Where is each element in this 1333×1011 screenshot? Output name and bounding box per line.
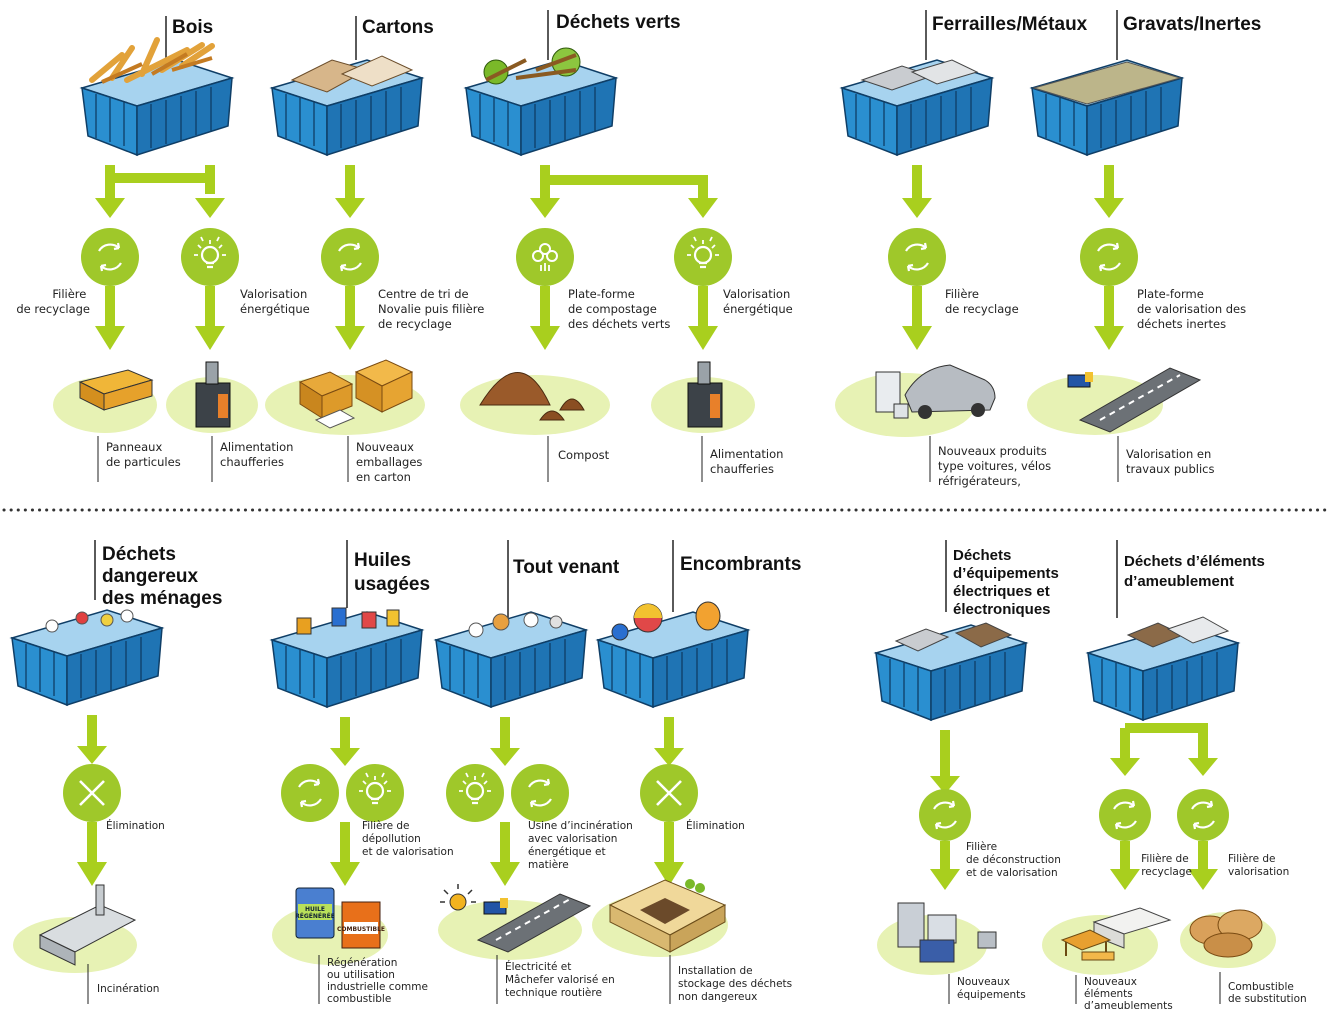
result-verts-2: Alimentation chaufferies <box>710 447 787 476</box>
title-tout-venant: Tout venant <box>513 557 620 578</box>
boiler-icon <box>687 361 723 428</box>
container-gravats-icon <box>1031 59 1183 156</box>
title-ferrailles: Ferrailles/Métaux <box>932 14 1088 35</box>
recycle-icon <box>919 789 971 841</box>
electricity-road-icon <box>440 884 592 953</box>
title-cartons: Cartons <box>362 17 434 38</box>
container-encombrants-icon <box>597 601 749 708</box>
route-label-bois-2: Valorisation énergétique <box>240 287 311 316</box>
lightbulb-icon <box>181 228 239 286</box>
container-bois-icon <box>81 37 233 156</box>
lightbulb-icon <box>346 764 404 822</box>
fuel-pellets-icon <box>1189 909 1263 958</box>
column-ferrailles: Ferrailles/Métaux Filière de recyclage N… <box>835 10 1088 488</box>
title-dea: Déchets d’éléments d’ameublement <box>1124 553 1269 590</box>
column-encombrants: Encombrants Élimination Installation de … <box>592 540 801 1004</box>
route-label-encombrants-1: Élimination <box>686 819 745 832</box>
result-ddm-1: Incinération <box>97 983 159 995</box>
result-dea-1: Nouveaux éléments d’ameublements <box>1084 976 1173 1011</box>
result-cartons-1: Nouveaux emballages en carton <box>356 440 426 484</box>
container-ferrailles-icon <box>841 59 993 156</box>
title-ddm: Déchets dangereux des ménages <box>102 544 222 609</box>
route-label-ddm-1: Élimination <box>106 819 165 832</box>
column-dea: Déchets d’éléments d’ameublement Filière… <box>1042 540 1307 1011</box>
svg-text:COMBUSTIBLE: COMBUSTIBLE <box>337 926 385 933</box>
column-deee: Déchets d’équipements électriques et éle… <box>875 540 1064 1004</box>
route-label-bois-1: Filière de recyclage <box>16 287 90 316</box>
fridge-icon <box>875 371 909 419</box>
route-label-verts-2: Valorisation énergétique <box>723 287 794 316</box>
column-tout-venant: Tout venant Usine d’incinération avec va… <box>435 540 636 1004</box>
lightbulb-icon <box>674 228 732 286</box>
title-bois: Bois <box>172 17 213 38</box>
container-dechets-verts-icon <box>465 47 617 156</box>
title-gravats: Gravats/Inertes <box>1123 14 1261 35</box>
container-cartons-icon <box>271 55 423 156</box>
cross-icon <box>640 764 698 822</box>
recycle-icon <box>81 228 139 286</box>
recycle-icon <box>1080 228 1138 286</box>
route-label-dea-2: Filière de valorisation <box>1228 853 1289 878</box>
incinerator-plant-icon <box>38 884 137 966</box>
title-encombrants: Encombrants <box>680 554 801 575</box>
oil-can-icon: HUILE RÉGÉNÉRÉE COMBUSTIBLE <box>295 887 385 949</box>
route-label-ferrailles-1: Filière de recyclage <box>945 287 1019 316</box>
container-deee-icon <box>875 622 1027 721</box>
cardboard-boxes-icon <box>298 359 414 429</box>
title-deee: Déchets d’équipements électriques et éle… <box>953 547 1063 618</box>
column-gravats: Gravats/Inertes Plate-forme de valorisat… <box>1027 10 1261 482</box>
recycle-icon <box>888 228 946 286</box>
svg-text:RÉGÉNÉRÉE: RÉGÉNÉRÉE <box>295 912 335 920</box>
appliances-icon <box>897 902 997 963</box>
column-bois: Bois Filière de recyclage Valorisation é… <box>16 16 311 482</box>
result-huiles-1: Régénération ou utilisation industrielle… <box>327 957 431 1005</box>
route-label-deee-1: Filière de déconstruction et de valorisa… <box>966 841 1064 879</box>
flower-icon <box>516 228 574 286</box>
container-ddm-icon <box>11 609 163 706</box>
route-label-huiles-1: Filière de dépollution et de valorisatio… <box>362 820 454 858</box>
container-tout-venant-icon <box>435 611 587 708</box>
car-icon <box>904 364 996 419</box>
result-deee-1: Nouveaux équipements <box>957 976 1026 1001</box>
title-dechets-verts: Déchets verts <box>556 12 681 33</box>
cross-icon <box>63 764 121 822</box>
particle-board-icon <box>78 369 154 411</box>
column-dechets-verts: Déchets verts Plate-forme de compostage … <box>460 10 794 482</box>
recycle-icon <box>511 764 569 822</box>
landfill-icon <box>608 879 727 953</box>
recycle-icon <box>1099 789 1151 841</box>
route-label-cartons-1: Centre de tri de Novalie puis filière de… <box>378 287 488 331</box>
route-label-verts-1: Plate-forme de compostage des déchets ve… <box>568 287 670 331</box>
result-bois-1: Panneaux de particules <box>106 440 181 469</box>
result-tout-venant-1: Électricité et Mâchefer valorisé en tech… <box>505 960 618 999</box>
container-dea-icon <box>1087 616 1239 721</box>
route-label-gravats-1: Plate-forme de valorisation des déchets … <box>1137 287 1250 331</box>
road-icon <box>1067 367 1202 433</box>
result-bois-2: Alimentation chaufferies <box>220 440 297 469</box>
recycle-icon <box>321 228 379 286</box>
compost-pile-icon <box>479 372 585 421</box>
lightbulb-icon <box>446 764 504 822</box>
recycle-icon <box>1177 789 1229 841</box>
route-label-tout-venant-1: Usine d’incinération avec valorisation é… <box>528 820 636 871</box>
column-cartons: Cartons Centre de tri de Novalie puis fi… <box>265 16 488 484</box>
column-ddm: Déchets dangereux des ménages Éliminatio… <box>11 540 222 1004</box>
title-huiles: Huiles usagées <box>354 550 430 595</box>
recycle-icon <box>281 764 339 822</box>
column-huiles: Huiles usagées Filière de dépollution et… <box>271 540 454 1005</box>
result-encombrants-1: Installation de stockage des déchets non… <box>678 965 795 1003</box>
furniture-icon <box>1060 907 1172 961</box>
result-ferrailles-1: Nouveaux produits type voitures, vélos r… <box>938 444 1055 488</box>
result-dea-2: Combustible de substitution <box>1228 981 1307 1005</box>
route-label-dea-1: Filière de recyclage <box>1141 853 1192 878</box>
boiler-icon <box>195 361 231 428</box>
svg-text:HUILE: HUILE <box>305 906 325 913</box>
result-verts-1: Compost <box>558 448 610 462</box>
result-gravats-1: Valorisation en travaux publics <box>1126 447 1215 476</box>
container-huiles-icon <box>271 607 423 708</box>
